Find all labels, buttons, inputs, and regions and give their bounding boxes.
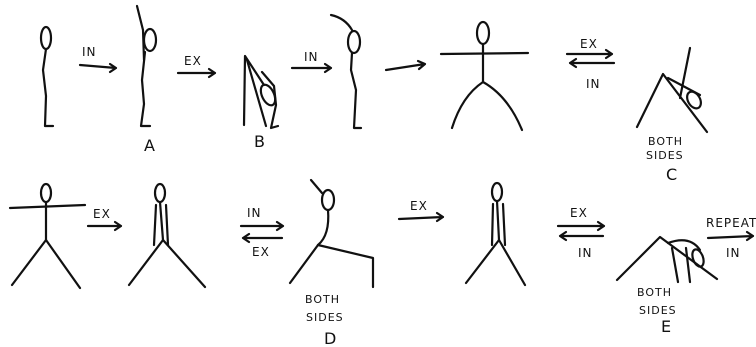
label-notes-sides: SIDES	[646, 149, 684, 162]
figure-arm-raised	[329, 13, 363, 130]
arrow-exhale-inhale-2: EX IN	[556, 206, 606, 260]
figure-standing	[39, 25, 55, 128]
label-arrows-inhale: IN	[586, 77, 601, 91]
arrow-exhale-2: EX	[86, 207, 123, 232]
label-arrows-exhale: EX	[184, 54, 202, 68]
label-arrows-exhale: EX	[93, 207, 111, 221]
figure-c: BOTH SIDES C	[635, 46, 709, 184]
figure-e: BOTH SIDES E	[615, 235, 719, 336]
label-arrows-exhale: EX	[570, 206, 588, 220]
label-notes-both: BOTH	[305, 293, 340, 306]
arrow-inhale-exhale: IN EX	[239, 206, 285, 259]
figure-e-label: E	[661, 317, 671, 336]
figure-arms-down	[127, 182, 207, 289]
label-arrows-repeat: REPEAT	[706, 216, 756, 230]
figure-c-label: C	[666, 165, 677, 184]
arrow-inhale-1: IN	[78, 45, 118, 74]
label-arrows-inhale: IN	[304, 50, 319, 64]
figure-wide-stance	[439, 20, 530, 132]
arrow-exhale-1: EX	[176, 54, 217, 79]
arrow-repeat: REPEAT IN	[706, 216, 756, 260]
arrow-inhale-2: IN	[290, 50, 333, 74]
figure-a-label: A	[144, 136, 155, 155]
label-arrows-exhale: EX	[580, 37, 598, 51]
label-arrows-exhale: EX	[252, 245, 270, 259]
figure-arms-down-2	[464, 181, 527, 287]
figure-d: BOTH SIDES D	[288, 178, 375, 347]
figure-wide-stance-2	[8, 182, 87, 290]
label-notes-both: BOTH	[648, 135, 683, 148]
label-arrows-inhale: IN	[578, 246, 593, 260]
figure-d-label: D	[324, 329, 336, 347]
arrow-plain	[384, 59, 427, 72]
label-notes-sides: SIDES	[639, 304, 677, 317]
arrow-exhale-inhale-1: EX IN	[565, 37, 616, 91]
label-arrows-inhale: IN	[726, 246, 741, 260]
label-arrows-exhale: EX	[410, 199, 428, 213]
label-notes-sides: SIDES	[306, 311, 344, 324]
label-arrows-inhale: IN	[82, 45, 97, 59]
label-notes-both: BOTH	[637, 286, 672, 299]
arrow-exhale-3: EX	[397, 199, 445, 223]
figure-b: B	[242, 54, 280, 151]
label-arrows-inhale: IN	[247, 206, 262, 220]
figure-a: A	[135, 4, 158, 155]
figure-b-label: B	[254, 132, 265, 151]
